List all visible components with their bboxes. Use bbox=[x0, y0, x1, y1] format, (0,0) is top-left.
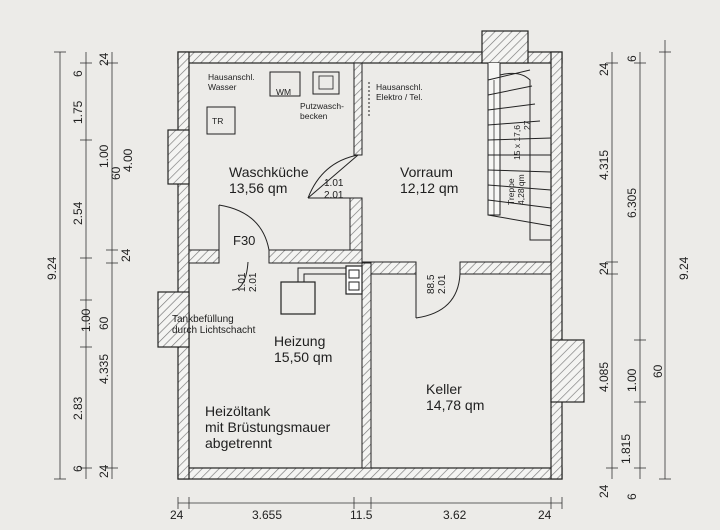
note-putzwaschbecken-2: becken bbox=[300, 111, 328, 121]
room-keller-name: Keller bbox=[426, 381, 462, 397]
outer-wall-right bbox=[550, 51, 563, 480]
dryer-box bbox=[206, 106, 236, 135]
window-niche-left-top bbox=[167, 129, 190, 185]
dim-left-mid-5: 6 bbox=[71, 465, 85, 472]
dim-bottom-5: 24 bbox=[538, 508, 552, 522]
heating-boiler bbox=[280, 281, 316, 315]
room-waschkueche-area: 13,56 qm bbox=[229, 180, 287, 196]
walls bbox=[157, 30, 585, 480]
note-tank-1: Tankbefüllung bbox=[172, 314, 234, 325]
dim-left-inner-8: 4.335 bbox=[97, 354, 111, 384]
sink-box bbox=[312, 71, 340, 95]
note-treppe-step: 27 bbox=[522, 120, 532, 130]
washing-machine-box bbox=[269, 71, 301, 97]
room-heizung-area: 15,50 qm bbox=[274, 349, 332, 365]
note-wm: WM bbox=[276, 87, 291, 97]
room-heizung-name: Heizung bbox=[274, 333, 325, 349]
inner-wall-middle-far-right bbox=[459, 261, 552, 275]
outer-wall-bottom bbox=[177, 467, 563, 480]
dim-left-mid-1: 6 bbox=[71, 70, 85, 77]
dim-right-mid-3: 1.00 bbox=[625, 368, 639, 392]
dim-left-inner-6: 1.00 bbox=[79, 308, 93, 332]
note-fire-door: F30 bbox=[233, 233, 255, 248]
door-keller-width: 88.5 bbox=[426, 274, 437, 294]
dimension-lines bbox=[54, 40, 671, 509]
flue-pipe bbox=[297, 267, 346, 282]
dim-right-inner-6: 24 bbox=[597, 484, 611, 498]
dim-right-mid-2: 6.305 bbox=[625, 188, 639, 218]
window-niche-left-mid bbox=[157, 291, 190, 348]
note-hausanschl-wasser-1: Hausanschl. bbox=[208, 72, 255, 82]
inner-wall-middle-center bbox=[268, 249, 363, 264]
inner-wall-waschkueche-right-lower bbox=[349, 197, 363, 259]
dim-right-inner-3: 24 bbox=[597, 261, 611, 275]
dim-right-outer-total: 9.24 bbox=[677, 256, 691, 280]
staircase bbox=[487, 62, 552, 241]
note-hausanschl-elektro-2: Elektro / Tel. bbox=[376, 92, 423, 102]
doors bbox=[218, 154, 461, 319]
note-treppe-length: 4,28 qm bbox=[516, 174, 526, 205]
note-hausanschl-wasser-2: Wasser bbox=[208, 82, 237, 92]
note-treppe-dims: 15 x 17,6 bbox=[512, 125, 522, 160]
dim-left-outer-total: 9.24 bbox=[45, 256, 59, 280]
note-heizoeltank-1: Heizöltank bbox=[205, 403, 271, 419]
note-heizoeltank-2: mit Brüstungsmauer bbox=[205, 419, 331, 435]
door-keller-height: 2.01 bbox=[437, 274, 448, 294]
note-hausanschl-elektro-1: Hausanschl. bbox=[376, 82, 423, 92]
room-waschkueche-name: Waschküche bbox=[229, 164, 309, 180]
door-heizung-width: 1.01 bbox=[237, 272, 248, 292]
dim-bottom-1: 24 bbox=[170, 508, 184, 522]
dim-right-mid-1: 6 bbox=[625, 55, 639, 62]
dim-left-inner-9: 24 bbox=[97, 464, 111, 478]
dim-right-mid-4: 60 bbox=[651, 364, 665, 378]
door-wv-width: 1.01 bbox=[324, 178, 344, 189]
dim-bottom-2: 3.655 bbox=[252, 508, 282, 522]
dim-right-inner-4: 4.085 bbox=[597, 362, 611, 392]
dim-left-mid-3: 2.54 bbox=[71, 201, 85, 225]
dim-left-inner-1: 24 bbox=[97, 52, 111, 66]
note-tank-2: durch Lichtschacht bbox=[172, 325, 256, 336]
note-tr: TR bbox=[212, 116, 223, 126]
outer-wall-left bbox=[177, 51, 190, 480]
dim-bottom-3: 11.5 bbox=[350, 508, 373, 522]
inner-wall-middle-left bbox=[188, 249, 220, 264]
chimney bbox=[345, 265, 363, 295]
dim-right-inner-5: 1.815 bbox=[619, 434, 633, 464]
dim-left-inner-4: 4.00 bbox=[121, 148, 135, 172]
note-treppe: Treppe bbox=[506, 178, 516, 205]
note-heizoeltank-3: abgetrennt bbox=[205, 435, 272, 451]
inner-wall-waschkueche-right-upper bbox=[353, 62, 363, 156]
door-wv-height: 2.01 bbox=[324, 190, 344, 201]
room-keller-area: 14,78 qm bbox=[426, 397, 484, 413]
dim-right-inner-1: 24 bbox=[597, 62, 611, 76]
dim-right-inner-2: 4.315 bbox=[597, 150, 611, 180]
dim-left-inner-2: 1.00 bbox=[97, 144, 111, 168]
dim-left-mid-4: 2.83 bbox=[71, 396, 85, 420]
dim-left-inner-7: 60 bbox=[97, 316, 111, 330]
room-vorraum-area: 12,12 qm bbox=[400, 180, 458, 196]
room-vorraum-name: Vorraum bbox=[400, 164, 453, 180]
dim-bottom-4: 3.62 bbox=[443, 508, 467, 522]
window-niche-right bbox=[550, 339, 585, 403]
note-putzwaschbecken-1: Putzwasch- bbox=[300, 101, 344, 111]
dim-left-inner-5: 24 bbox=[119, 248, 133, 262]
dim-left-mid-2: 1.75 bbox=[71, 100, 85, 124]
door-heizung-height: 2.01 bbox=[248, 272, 259, 292]
dim-left-inner-3: 60 bbox=[109, 166, 123, 180]
inner-wall-heizung-keller bbox=[361, 262, 372, 469]
dim-right-mid-5: 6 bbox=[625, 493, 639, 500]
stair-top-niche bbox=[481, 30, 529, 64]
